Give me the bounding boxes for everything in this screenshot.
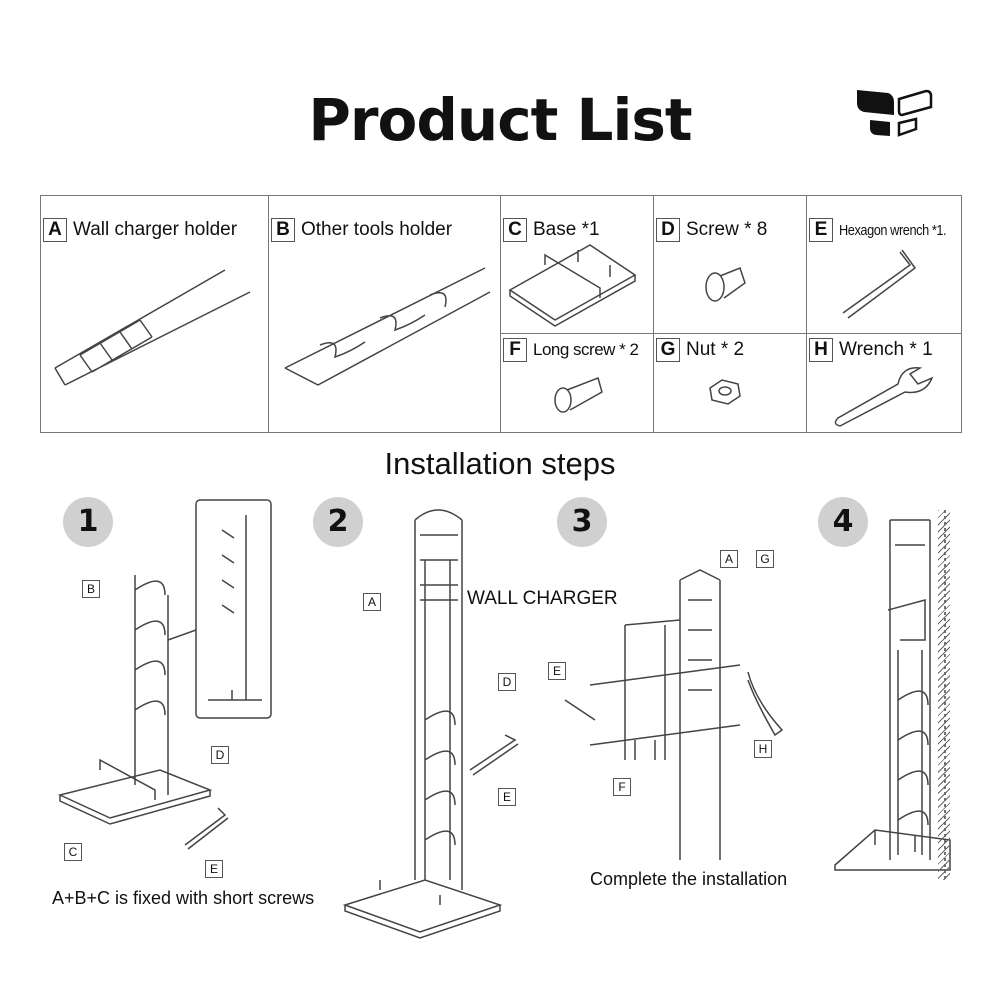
wall-charger-label: WALL CHARGER [467, 588, 618, 609]
callout-e: E [498, 788, 516, 806]
callout-h: H [754, 740, 772, 758]
part-letter: G [656, 338, 680, 362]
part-cell-f: F Long screw * 2 [500, 333, 654, 433]
step3-drawing [564, 569, 784, 860]
part-label: Base *1 [533, 219, 600, 240]
step-badge-1: 1 [63, 497, 113, 547]
part-cell-e: E Hexagon wrench *1. [806, 195, 962, 334]
step3-note: Complete the installation [590, 869, 788, 889]
callout-e: E [548, 662, 566, 680]
callout-a: A [363, 593, 381, 611]
step4-drawing [834, 510, 951, 880]
callout-f: F [613, 778, 631, 796]
part-cell-c: C Base *1 [500, 195, 654, 334]
callout-e: E [205, 860, 223, 878]
step2-drawing [342, 509, 519, 939]
part-cell-b: B Other tools holder [268, 195, 501, 433]
step1-drawing [57, 499, 272, 850]
part-cell-a: A Wall charger holder [40, 195, 269, 433]
callout-a: A [720, 550, 738, 568]
part-letter: A [43, 218, 67, 242]
part-letter: C [503, 218, 527, 242]
callout-d: D [211, 746, 229, 764]
step-badge-3: 3 [557, 497, 607, 547]
part-letter: E [809, 218, 833, 242]
callout-c: C [64, 843, 82, 861]
page-title: Product List [308, 86, 692, 154]
part-label: Wall charger holder [73, 219, 238, 240]
part-cell-d: D Screw * 8 [653, 195, 807, 334]
step-badge-2: 2 [313, 497, 363, 547]
part-letter: B [271, 218, 295, 242]
wall-texture [938, 510, 950, 880]
part-cell-h: H Wrench * 1 [806, 333, 962, 433]
callout-g: G [756, 550, 774, 568]
callout-b: B [82, 580, 100, 598]
installation-heading: Installation steps [384, 446, 616, 481]
part-label: Long screw * 2 [533, 340, 639, 359]
part-letter: D [656, 218, 680, 242]
part-label: Screw * 8 [686, 219, 768, 240]
step-badge-4: 4 [818, 497, 868, 547]
callout-d: D [498, 673, 516, 691]
part-label: Hexagon wrench *1. [839, 221, 947, 239]
part-letter: H [809, 338, 833, 362]
step1-note: A+B+C is fixed with short screws [52, 888, 315, 908]
part-cell-g: G Nut * 2 [653, 333, 807, 433]
part-label: Other tools holder [301, 219, 453, 240]
part-letter: F [503, 338, 527, 362]
part-label: Wrench * 1 [839, 339, 933, 360]
part-label: Nut * 2 [686, 339, 745, 360]
